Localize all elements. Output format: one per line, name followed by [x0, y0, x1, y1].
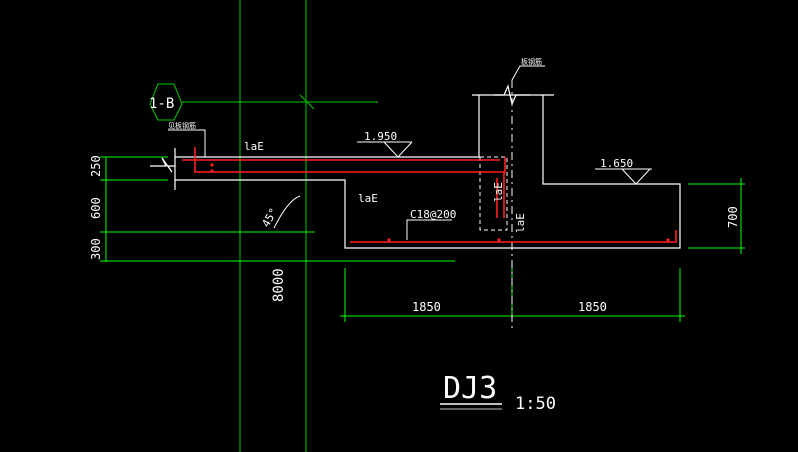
elevation-slab-text: 1.950: [364, 130, 397, 143]
foundation-outline: [150, 84, 681, 249]
lae-label-wall-left: laE: [492, 182, 505, 202]
lae-label-middle: laE: [358, 192, 378, 205]
elevation-right-text: 1.650: [600, 157, 633, 170]
bottom-bar-spec: C18@200: [410, 208, 456, 221]
left-note-text: 见板钢筋: [168, 121, 196, 130]
left-dimension-group: [100, 156, 455, 262]
lae-label-wall-right: laE: [514, 213, 527, 233]
dim-1850-right: 1850: [578, 300, 607, 314]
column-rebar-box: [479, 156, 508, 231]
right-dimension-group: [688, 178, 745, 254]
bottom-dimension-group: [340, 268, 685, 322]
grid-span-label: 8000: [271, 268, 287, 302]
grid-axis-tag-label: 1-B: [149, 96, 174, 112]
elevation-mark-slab: 1.950: [357, 130, 413, 158]
rebar-group: [182, 147, 677, 243]
dim-700: 700: [726, 206, 740, 228]
angle-mark: 45°: [259, 195, 301, 230]
angle-text: 45°: [259, 206, 280, 230]
dim-300: 300: [89, 238, 103, 260]
lae-label-top: laE: [244, 140, 264, 153]
top-note: 板钢筋: [511, 57, 545, 81]
dim-1850-left: 1850: [412, 300, 441, 314]
drawing-title-name: DJ3: [443, 371, 497, 406]
bottom-bar-callout: C18@200: [406, 208, 456, 240]
left-note: 见板钢筋: [168, 121, 206, 157]
dim-600: 600: [89, 197, 103, 219]
grid-axis-tag: 1-B: [149, 83, 378, 121]
elevation-mark-right: 1.650: [595, 157, 652, 185]
dim-250: 250: [89, 155, 103, 177]
drawing-scale: 1:50: [515, 394, 556, 414]
drawing-title: DJ3 1:50: [440, 371, 556, 414]
top-note-text: 板钢筋: [521, 57, 542, 66]
rebar-dots: [210, 163, 670, 242]
